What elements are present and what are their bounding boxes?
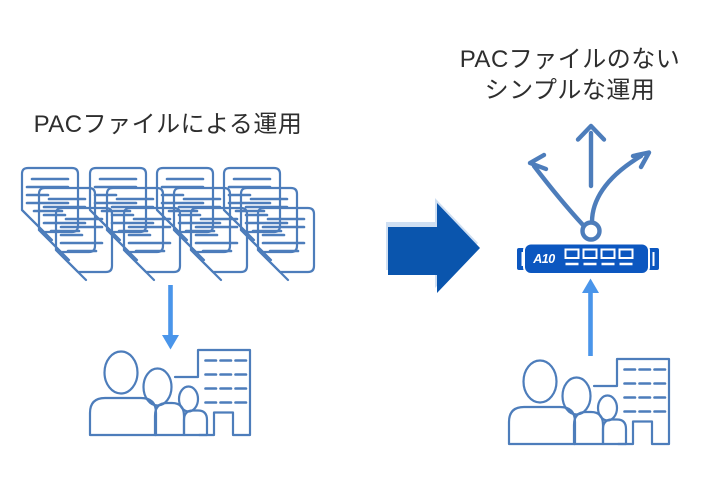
right-title-line2: シンプルな運用 — [484, 77, 656, 104]
left-title: PACファイルによる運用 — [33, 111, 303, 138]
arrow-up-icon — [582, 278, 599, 356]
device-brand-label: A10 — [532, 252, 555, 266]
right-title-line1: PACファイルのない — [459, 46, 681, 73]
a10-appliance-icon: A10 — [517, 242, 659, 275]
big-arrow-right-icon — [386, 198, 480, 293]
branch-arrows-icon — [527, 123, 652, 242]
arrow-down-icon — [162, 285, 179, 350]
device-ports-icon — [564, 248, 634, 266]
users-building-icon — [88, 348, 252, 437]
users-building-icon — [507, 357, 671, 446]
right-title: PACファイルのない シンプルな運用 — [420, 44, 720, 106]
pac-file-stack-icon — [22, 168, 314, 280]
